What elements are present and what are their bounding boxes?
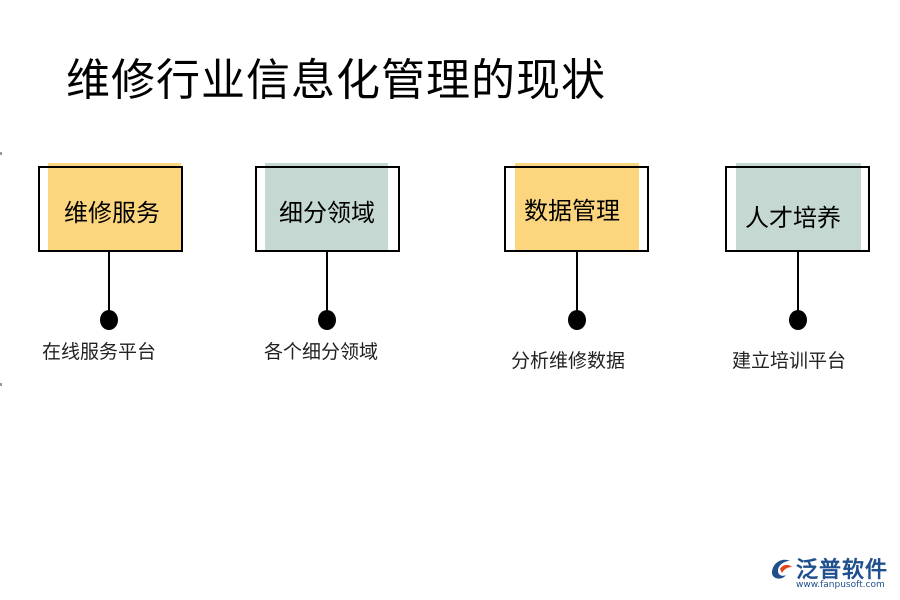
page-title: 维修行业信息化管理的现状 (66, 55, 606, 106)
brand-logo: 泛普软件 www.fanpusoft.com (768, 552, 896, 592)
node-fill-2 (265, 163, 388, 252)
node-label-1: 维修服务 (64, 199, 160, 227)
brand-name: 泛普软件 (796, 558, 889, 583)
node-frame-2 (255, 166, 400, 252)
edge-mark (0, 383, 2, 386)
node-caption-2: 各个细分领域 (264, 341, 379, 363)
connector-line-1 (108, 252, 110, 314)
node-card-2: 细分领域 (255, 163, 400, 252)
brand-swirl-icon (772, 559, 792, 579)
node-fill-4 (736, 163, 861, 252)
node-caption-3: 分析维修数据 (511, 350, 626, 372)
node-card-1: 维修服务 (38, 163, 183, 252)
brand-url: www.fanpusoft.com (796, 580, 885, 590)
node-fill-3 (515, 163, 639, 252)
connector-dot-2 (318, 310, 336, 330)
connector-line-2 (326, 252, 328, 314)
node-frame-3 (504, 166, 649, 252)
connector-dot-1 (100, 310, 118, 330)
connector-dot-4 (789, 310, 807, 330)
connector-line-3 (576, 252, 578, 314)
node-caption-1: 在线服务平台 (42, 341, 157, 363)
node-label-4: 人才培养 (745, 204, 841, 232)
edge-mark (0, 152, 2, 155)
node-card-3: 数据管理 (504, 163, 649, 252)
connector-dot-3 (568, 310, 586, 330)
node-card-4: 人才培养 (725, 163, 870, 252)
node-fill-1 (48, 163, 181, 252)
node-label-3: 数据管理 (524, 197, 620, 225)
node-caption-4: 建立培训平台 (732, 350, 847, 372)
node-label-2: 细分领域 (279, 199, 375, 227)
connector-line-4 (797, 252, 799, 314)
node-frame-4 (725, 166, 870, 252)
node-frame-1 (38, 166, 183, 252)
